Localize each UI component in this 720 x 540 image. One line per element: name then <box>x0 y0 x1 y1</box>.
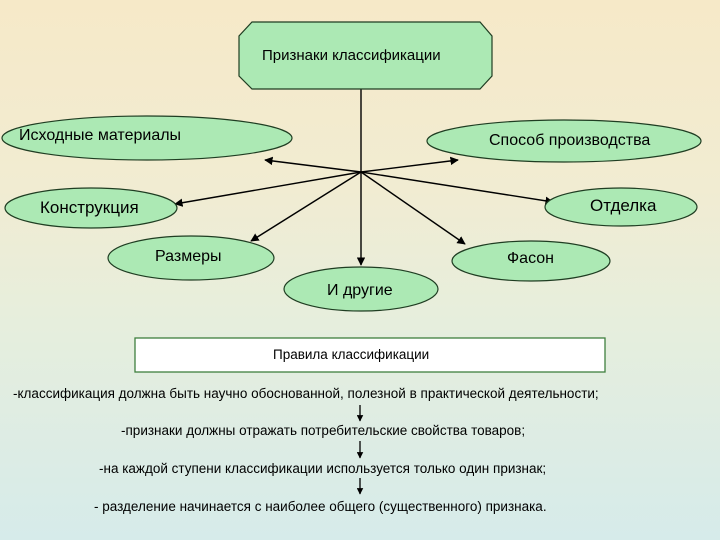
rules-title-box <box>134 337 606 373</box>
node-materials <box>1 115 293 161</box>
rule-3: -на каждой ступени классификации использ… <box>99 461 547 476</box>
node-materials-label: Исходные материалы <box>19 127 182 144</box>
connector-hub-finishing <box>360 171 554 205</box>
rule-4: - разделение начинается с наиболее общег… <box>94 499 547 514</box>
node-construction <box>4 187 178 229</box>
node-sizes-label: Размеры <box>155 248 222 265</box>
node-finishing-label: Отделка <box>590 196 657 215</box>
connectors <box>174 89 554 266</box>
rules-title: Правила классификации <box>273 347 430 362</box>
connector-hub-style <box>360 171 466 245</box>
diagram-title: Признаки классификации <box>262 47 441 64</box>
connector-hub-sizes <box>250 171 362 242</box>
node-others <box>283 266 439 312</box>
node-sizes <box>107 235 275 281</box>
node-finishing <box>544 187 698 227</box>
rule-2: -признаки должны отражать потребительски… <box>121 423 526 438</box>
node-style <box>451 240 611 282</box>
node-production-label: Способ производства <box>489 132 651 149</box>
connector-hub-construction <box>174 171 362 207</box>
node-others-label: И другие <box>327 282 393 299</box>
connector-hub-production <box>360 156 459 173</box>
title-box <box>238 21 493 90</box>
node-production <box>426 119 702 163</box>
connector-hub-materials <box>264 156 362 173</box>
node-construction-label: Конструкция <box>40 198 139 217</box>
rule-1: -классификация должна быть научно обосно… <box>13 386 599 401</box>
node-style-label: Фасон <box>507 250 554 267</box>
